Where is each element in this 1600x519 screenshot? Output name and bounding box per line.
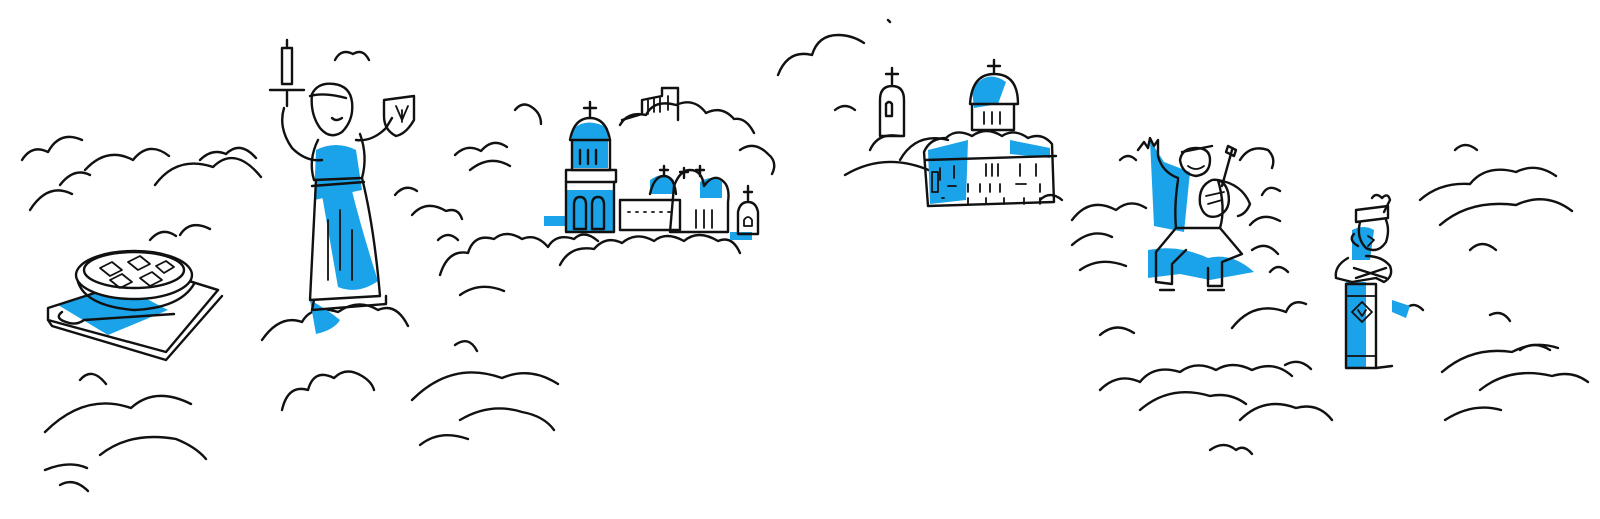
clouds (20, 18, 1590, 493)
cossack-pillar-icon (1334, 193, 1410, 370)
bandura-player-icon (1136, 136, 1254, 292)
motherland-statue-icon (268, 38, 416, 334)
lavra-monastery-icon (544, 86, 760, 240)
cathedral-icon (878, 58, 1058, 208)
borscht-bowl-icon (46, 249, 224, 362)
